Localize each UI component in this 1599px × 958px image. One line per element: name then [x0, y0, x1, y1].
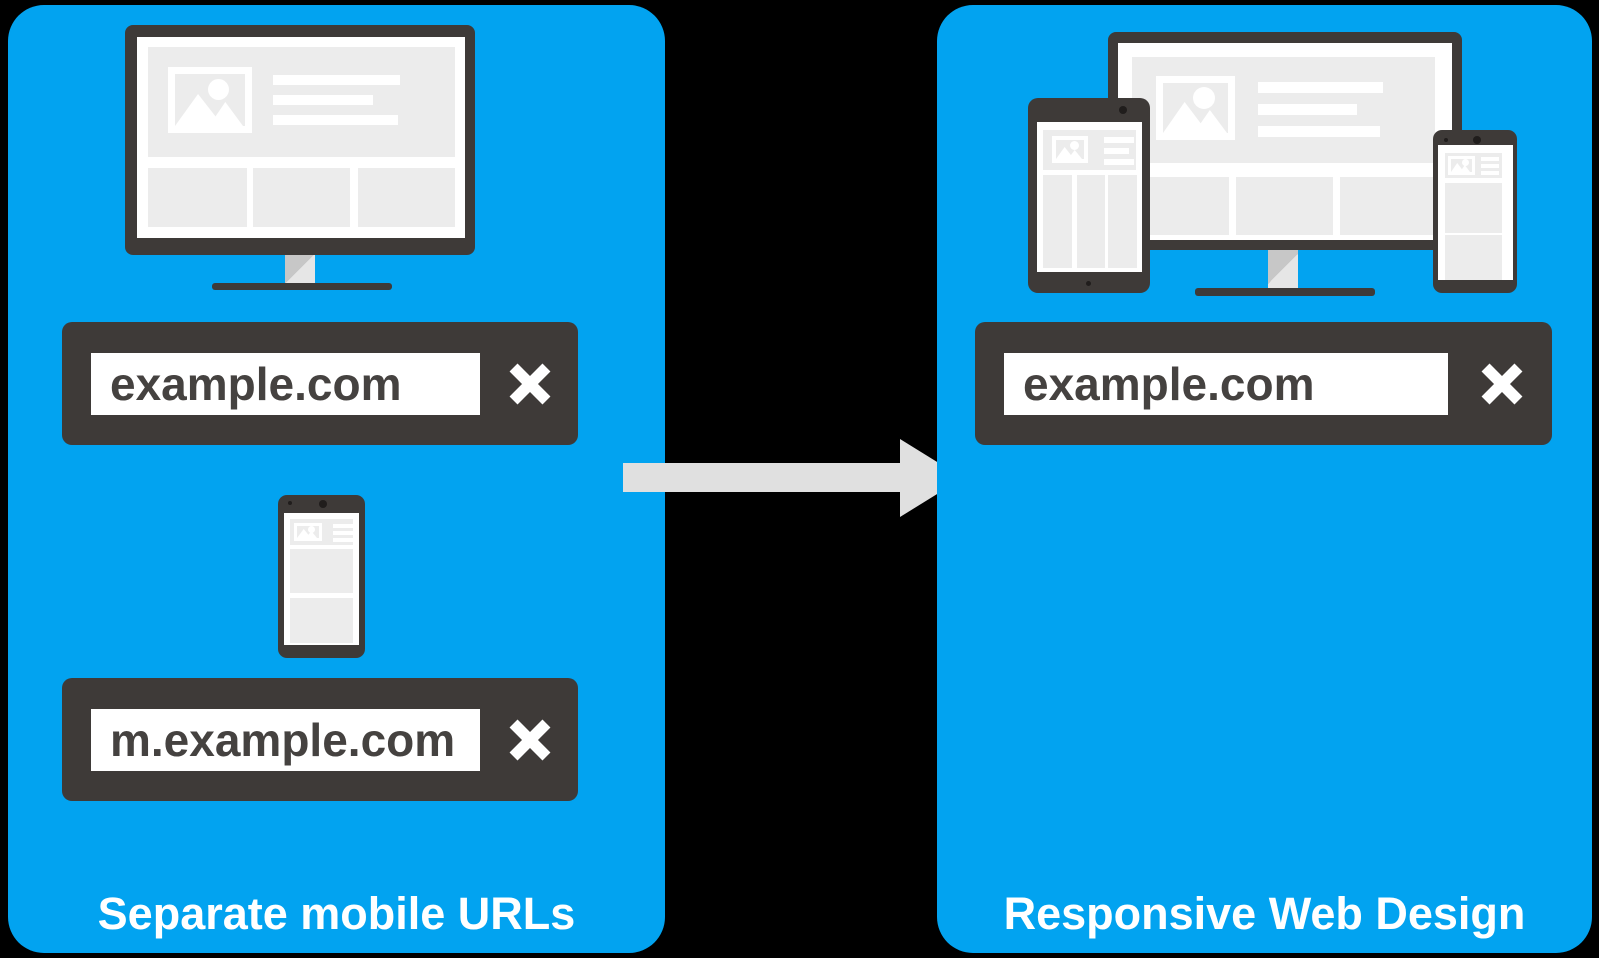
url-field[interactable]: example.com: [91, 353, 480, 415]
content-column: [1340, 177, 1435, 235]
text-line: [1104, 137, 1134, 143]
monitor-stand: [285, 255, 315, 283]
smartphone: [1433, 130, 1517, 293]
monitor-screen: [137, 37, 465, 238]
phone-screen: [1438, 145, 1513, 280]
text-line: [1481, 171, 1499, 175]
mountain-icon: [297, 529, 311, 538]
speaker-dot-icon: [1444, 138, 1448, 142]
tablet: [1028, 98, 1150, 293]
webpage-header-block: [1043, 130, 1136, 170]
content-column: [253, 168, 350, 227]
image-placeholder-icon: [1156, 76, 1235, 140]
image-placeholder-icon: [294, 523, 322, 541]
content-column: [1043, 175, 1072, 268]
smartphone: [278, 495, 365, 658]
url-text: m.example.com: [110, 714, 456, 766]
url-text: example.com: [1023, 358, 1315, 410]
sun-icon: [208, 79, 229, 100]
x-icon: [1481, 363, 1523, 405]
phone-screen: [284, 513, 359, 645]
speaker-dot-icon: [288, 501, 292, 505]
text-line: [273, 115, 398, 125]
text-line: [1481, 164, 1499, 168]
text-line: [333, 531, 354, 535]
monitor-base: [1195, 288, 1375, 296]
text-line: [273, 75, 400, 85]
content-column: [148, 168, 247, 227]
sun-icon: [1070, 141, 1079, 150]
camera-dot-icon: [1473, 136, 1481, 144]
mountain-icon: [1451, 163, 1464, 172]
sun-icon: [1462, 159, 1469, 166]
left-panel-caption: Separate mobile URLs: [97, 888, 576, 939]
image-placeholder-icon: [1052, 136, 1088, 163]
x-icon: [509, 719, 551, 761]
text-line: [333, 538, 354, 542]
webpage-header-block: [1445, 153, 1502, 178]
text-line: [333, 524, 354, 528]
address-bar-desktop: example.com: [62, 322, 578, 445]
text-line: [1258, 104, 1357, 115]
mountain-icon: [209, 102, 243, 126]
mountain-icon: [1460, 165, 1470, 172]
webpage-header-block: [1132, 57, 1435, 163]
content-block: [290, 598, 353, 643]
image-placeholder-icon: [168, 67, 252, 133]
content-column: [1077, 175, 1105, 268]
content-block: [1445, 235, 1502, 280]
text-line: [1258, 126, 1380, 137]
camera-dot-icon: [1119, 106, 1127, 114]
text-line: [1104, 148, 1129, 154]
mountain-icon: [306, 531, 317, 538]
webpage-header-block: [148, 47, 455, 157]
arrow-shaft: [623, 463, 900, 492]
desktop-monitor: [1108, 32, 1462, 250]
content-block: [1445, 183, 1502, 233]
content-column: [1108, 175, 1137, 268]
camera-dot-icon: [319, 500, 327, 508]
sun-icon: [308, 526, 315, 533]
close-button[interactable]: [1475, 357, 1529, 411]
url-text: example.com: [110, 358, 402, 410]
right-panel-caption: Responsive Web Design: [1003, 888, 1526, 939]
left-panel: example.com: [8, 5, 665, 953]
content-column: [358, 168, 455, 227]
tablet-screen: [1037, 122, 1142, 272]
sun-icon: [1193, 87, 1215, 109]
mountain-icon: [1068, 150, 1082, 159]
content-column: [1236, 177, 1333, 235]
text-line: [1481, 157, 1499, 161]
url-field[interactable]: example.com: [1004, 353, 1448, 415]
x-icon: [509, 363, 551, 405]
content-block: [290, 549, 353, 593]
monitor-screen: [1118, 43, 1452, 240]
home-button-icon: [1086, 281, 1091, 286]
monitor-stand: [1268, 250, 1298, 288]
text-line: [1258, 82, 1383, 93]
address-bar-mobile: m.example.com: [62, 678, 578, 801]
webpage-header-block: [290, 519, 354, 545]
image-placeholder-icon: [1448, 156, 1475, 175]
desktop-monitor: [125, 25, 475, 255]
url-field[interactable]: m.example.com: [91, 709, 480, 771]
text-line: [1104, 159, 1134, 165]
text-line: [273, 95, 373, 105]
address-bar-responsive: example.com: [975, 322, 1552, 445]
right-panel: example.com Responsive Web Design: [937, 5, 1592, 953]
monitor-base: [212, 283, 392, 290]
close-button[interactable]: [503, 357, 557, 411]
close-button[interactable]: [503, 713, 557, 767]
